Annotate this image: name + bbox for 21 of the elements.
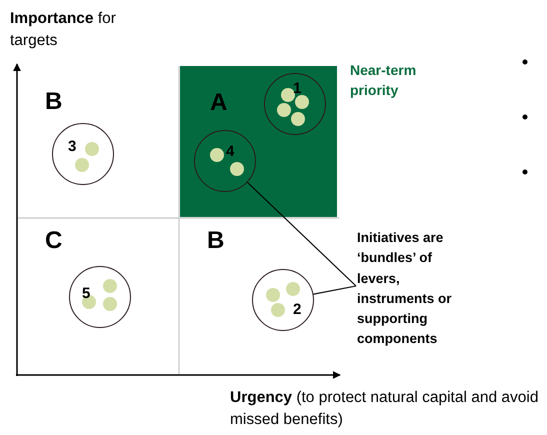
initiative-number: 1 [293, 81, 302, 96]
quadrant-letter: C [45, 229, 62, 253]
initiative-circle [264, 73, 326, 135]
initiative-number: 3 [68, 139, 76, 154]
initiative-number: 5 [82, 286, 90, 301]
quadrant-caption: Near-term priority [350, 61, 418, 100]
leader-line [313, 285, 356, 295]
leader-line [247, 182, 356, 286]
initiative-number: 4 [226, 144, 234, 159]
axis-title: Urgency (to protect natural capital and avoid missed benefits) [230, 388, 540, 430]
initiative-number: 2 [293, 302, 302, 317]
axis-title: Importance for targets [10, 9, 117, 51]
quadrant-letter: A [210, 91, 228, 115]
initiative-circle [252, 269, 314, 331]
callout-note: Initiatives are ‘bundles’ of levers, instruments or supporting components [357, 228, 457, 350]
initiative-circle [52, 123, 114, 185]
priority-quadrant [180, 66, 337, 217]
quadrant-letter: B [45, 90, 62, 114]
initiative-circle [194, 130, 256, 192]
quadrant-letter: B [207, 229, 224, 253]
initiative-circle [69, 266, 131, 328]
